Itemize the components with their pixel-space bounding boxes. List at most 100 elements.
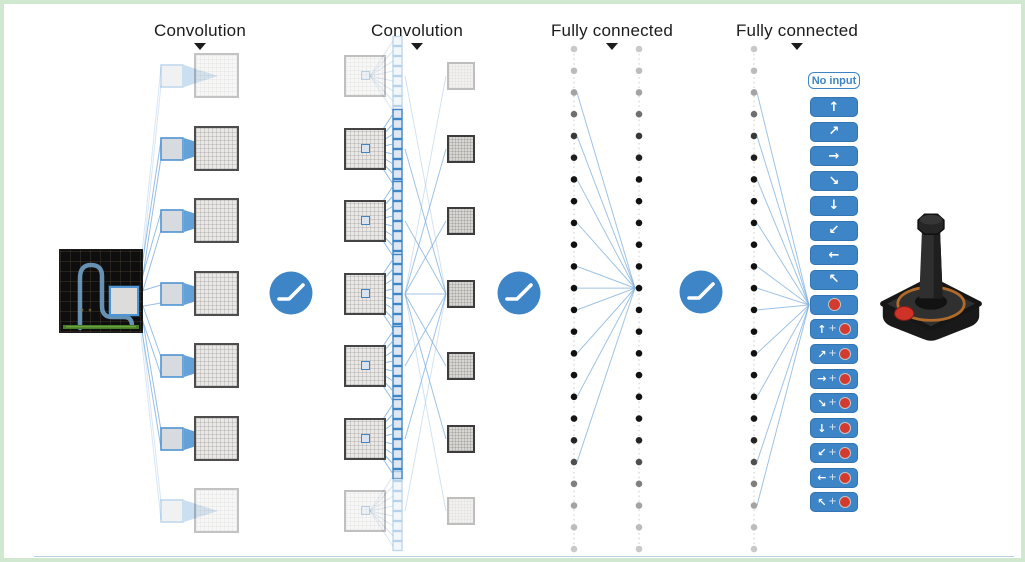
conv1-feature-map bbox=[194, 488, 239, 533]
fc2-wire bbox=[756, 265, 810, 306]
game-track-path bbox=[77, 262, 135, 331]
fc-unit-dot bbox=[635, 219, 643, 227]
fire-dot-icon bbox=[838, 446, 851, 459]
conv2-kernel-patch bbox=[361, 144, 370, 153]
fc1-wire bbox=[576, 135, 636, 289]
fc1-wire bbox=[576, 287, 636, 463]
relu-activation-icon bbox=[497, 271, 541, 315]
atari-game-screen bbox=[59, 249, 143, 333]
kernel-fan-line bbox=[369, 505, 394, 512]
conv2-output-feature-map bbox=[447, 62, 475, 90]
kernel-fan-square bbox=[392, 65, 403, 77]
conv2-wire bbox=[404, 293, 447, 512]
triangle-down-marker bbox=[193, 43, 206, 50]
fc-unit-dot bbox=[570, 67, 578, 75]
direction-arrow-icon: ↖ bbox=[828, 272, 840, 288]
kernel-fan-square bbox=[392, 365, 403, 377]
kernel-patch-square bbox=[160, 354, 184, 378]
plus-separator: + bbox=[828, 496, 837, 508]
fire-dot-icon bbox=[838, 348, 851, 360]
layer-label-text: Fully connected bbox=[735, 21, 859, 40]
kernel-fan-line bbox=[369, 60, 394, 77]
fc-unit-dot bbox=[750, 545, 758, 553]
fc-unit-dot bbox=[635, 176, 643, 183]
kernel-fan-square bbox=[392, 540, 403, 552]
fc-unit-dot bbox=[750, 263, 758, 270]
fc-unit-dot bbox=[750, 393, 758, 401]
conv2-kernel-patch bbox=[361, 361, 370, 370]
kernel-fan-square bbox=[392, 148, 403, 160]
fc-unit-dot bbox=[750, 67, 758, 75]
action-button-direction-plus-fire: ↑+ bbox=[810, 319, 858, 340]
kernel-fan-square bbox=[392, 438, 403, 450]
direction-arrow-icon: ↙ bbox=[817, 446, 827, 460]
kernel-fan-square bbox=[392, 35, 403, 47]
kernel-fan-square bbox=[392, 190, 403, 202]
fc-unit-dot bbox=[750, 45, 758, 53]
conv2-wire bbox=[404, 293, 447, 367]
kernel-fan-square bbox=[392, 335, 403, 347]
conv2-kernel-patch bbox=[361, 71, 370, 80]
conv2-wire bbox=[404, 293, 447, 440]
game-sprite-dot bbox=[80, 308, 84, 312]
fc-unit-dot bbox=[750, 523, 758, 531]
receptive-field-patch bbox=[109, 286, 139, 316]
joystick-fire-button bbox=[894, 305, 915, 321]
fc-unit-dot bbox=[750, 480, 758, 488]
fc-unit-dot bbox=[750, 89, 758, 96]
fc-unit-dot bbox=[750, 371, 758, 379]
kernel-patch-square bbox=[160, 137, 184, 161]
kernel-fan-square bbox=[392, 168, 403, 180]
fc-unit-dot bbox=[570, 545, 578, 553]
conv2-output-feature-map bbox=[447, 207, 475, 235]
direction-arrow-icon: ↑ bbox=[828, 99, 840, 115]
kernel-fan-square bbox=[392, 158, 403, 170]
kernel-fan-square bbox=[392, 118, 403, 130]
plus-separator: + bbox=[828, 348, 837, 359]
kernel-fan-square bbox=[392, 180, 403, 192]
kernel-fan-line bbox=[369, 40, 394, 77]
layer-label-convolution-2: Convolution bbox=[371, 21, 463, 50]
conv2-input-feature-map bbox=[344, 490, 386, 532]
fc-unit-dot bbox=[750, 502, 758, 509]
direction-arrow-icon: ↘ bbox=[828, 173, 840, 189]
fc-unit-dot bbox=[570, 437, 578, 444]
kernel-fan-square bbox=[392, 230, 403, 242]
joystick-stick-shade bbox=[933, 232, 943, 299]
fc-unit-dot bbox=[635, 263, 643, 270]
conv1-feature-map bbox=[194, 198, 239, 243]
conv2-input-feature-map bbox=[344, 200, 386, 242]
action-button-direction-plus-fire: ↓+ bbox=[810, 418, 858, 439]
triangle-down-marker bbox=[790, 43, 803, 50]
plus-separator: + bbox=[828, 471, 837, 483]
fc-unit-dot bbox=[750, 415, 758, 422]
direction-arrow-icon: ↓ bbox=[828, 198, 840, 214]
conv1-feature-map bbox=[194, 271, 239, 316]
kernel-fan-line bbox=[369, 75, 394, 102]
kernel-fan-square bbox=[392, 220, 403, 232]
kernel-fan-square bbox=[392, 418, 403, 430]
direction-arrow-icon: ↘ bbox=[817, 396, 827, 410]
kernel-fan-square bbox=[392, 283, 403, 295]
relu-activation-icon bbox=[679, 270, 723, 314]
fc-unit-dot bbox=[635, 458, 643, 466]
kernel-fan-square bbox=[392, 520, 403, 532]
kernel-fan-square bbox=[392, 448, 403, 460]
direction-arrow-icon: ↗ bbox=[817, 347, 827, 361]
kernel-patch-square bbox=[160, 64, 184, 88]
kernel-patch-square bbox=[160, 282, 184, 306]
action-button-direction: ↗ bbox=[810, 121, 858, 142]
plus-separator: + bbox=[828, 446, 837, 458]
kernel-fan-square bbox=[392, 355, 403, 367]
convolution-cone bbox=[184, 500, 218, 522]
kernel-fan-line bbox=[369, 510, 394, 537]
fc-unit-dot bbox=[570, 480, 578, 488]
direction-arrow-icon: ↓ bbox=[817, 421, 827, 435]
bottom-rule-line bbox=[34, 556, 1014, 557]
conv2-output-feature-map bbox=[447, 497, 475, 525]
conv2-kernel-patch bbox=[361, 434, 370, 443]
conv2-output-feature-map bbox=[447, 425, 475, 453]
action-button-direction: ↙ bbox=[810, 220, 858, 241]
conv1-feature-map bbox=[194, 416, 239, 461]
